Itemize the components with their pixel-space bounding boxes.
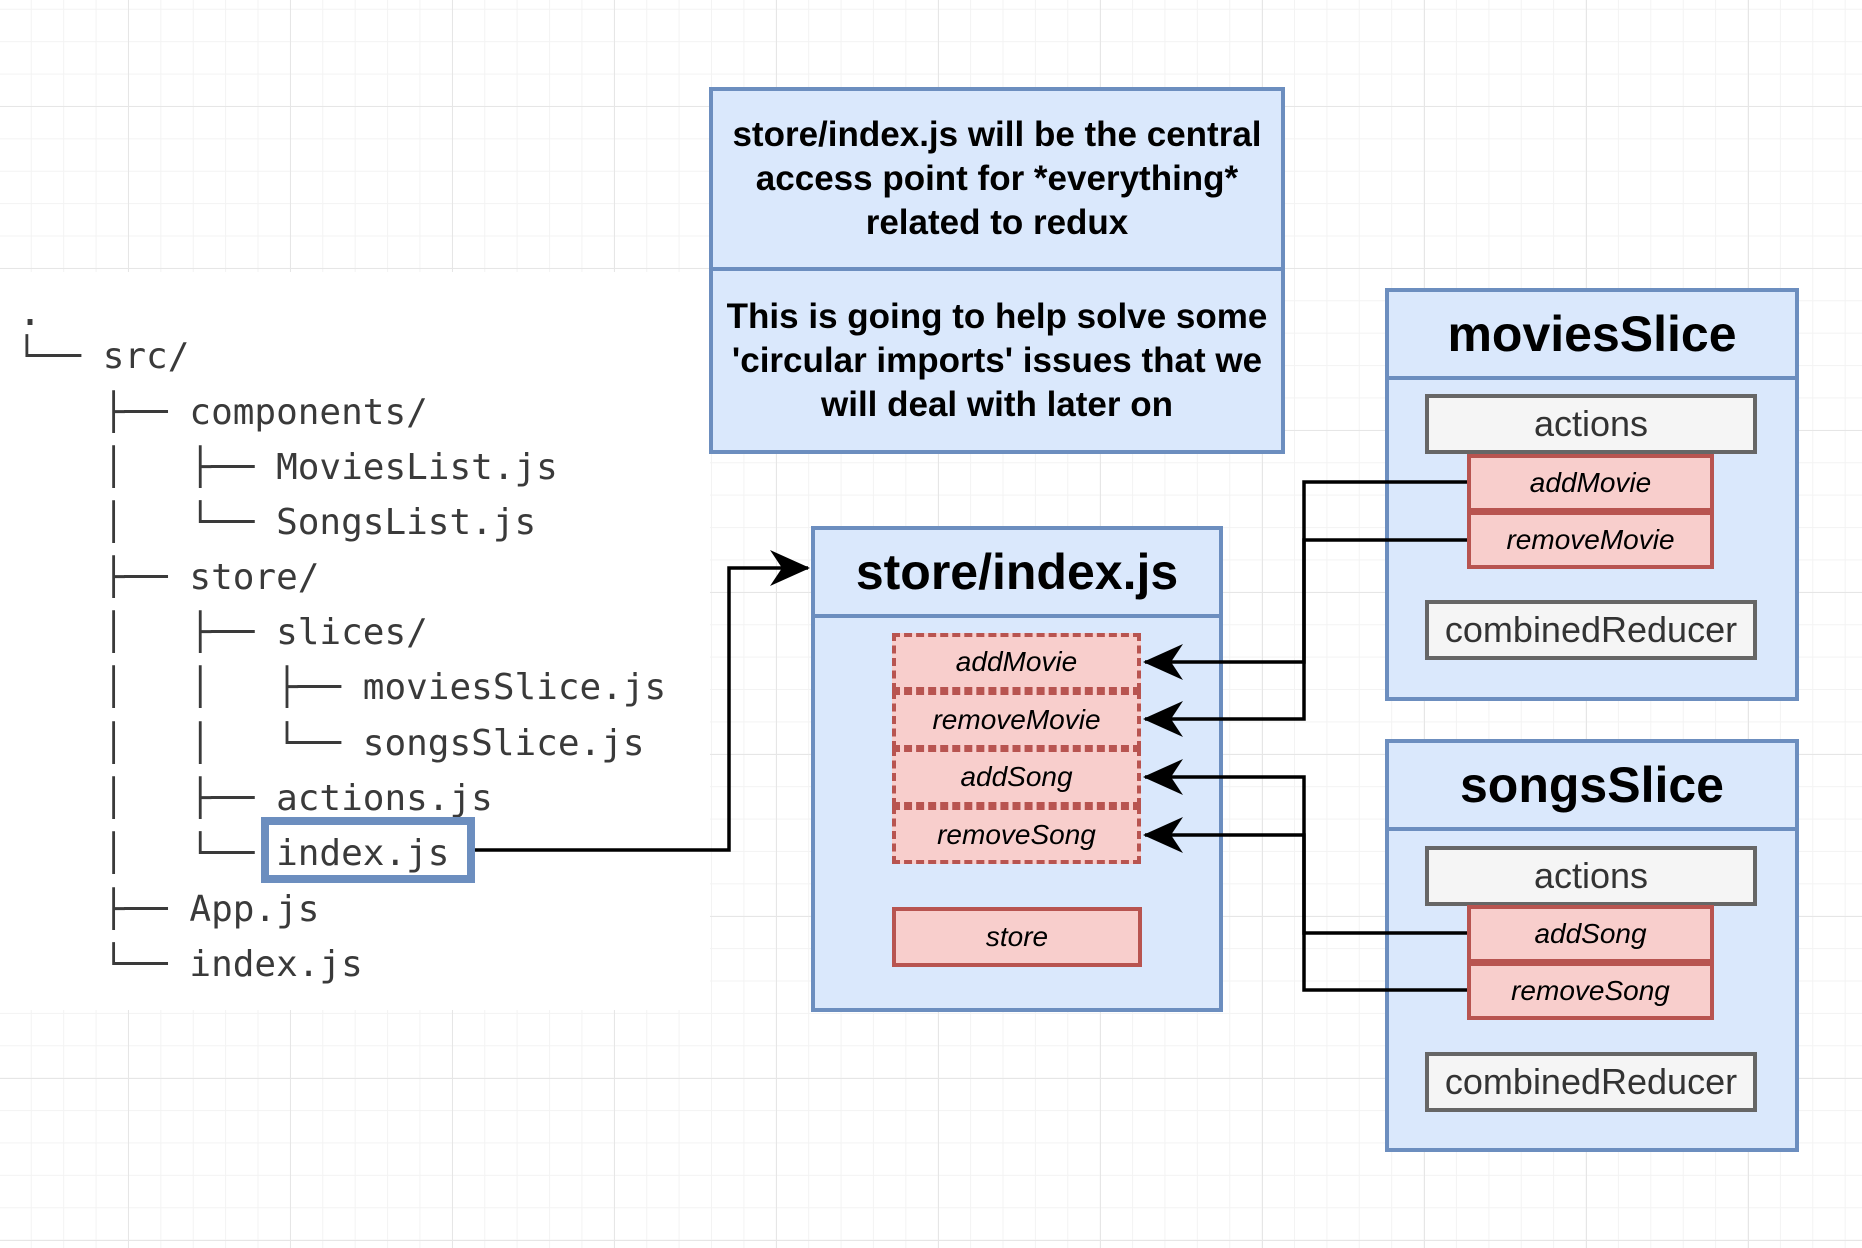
tree-line: ├── App.js xyxy=(16,889,320,930)
tree-line: └── index.js xyxy=(16,944,363,985)
arrow-index-to-store xyxy=(475,550,810,852)
songs-actions-header: actions xyxy=(1425,846,1757,906)
tree-line: │ │ ├── moviesSlice.js xyxy=(16,667,667,708)
store-item: store xyxy=(892,907,1142,967)
note-circular-imports-text: This is going to help solve some 'circul… xyxy=(726,296,1268,424)
store-export-removemovie: removeMovie xyxy=(892,691,1141,749)
line-addsong-to-store xyxy=(1143,759,1467,935)
store-export-addmovie: addMovie xyxy=(892,633,1141,691)
tree-line: │ └── index.js xyxy=(16,833,450,874)
songs-action-removesong: removeSong xyxy=(1467,962,1714,1020)
line-addmovie-to-store xyxy=(1143,480,1467,680)
note-central-access: store/index.js will be the central acces… xyxy=(709,87,1285,271)
file-tree-panel: . └── src/ ├── components/ │ ├── MoviesL… xyxy=(0,272,710,1010)
tree-line: │ ├── MoviesList.js xyxy=(16,447,558,488)
movies-action-removemovie: removeMovie xyxy=(1467,511,1714,569)
movies-action-addmovie: addMovie xyxy=(1467,454,1714,512)
line-removemovie-to-store xyxy=(1143,538,1467,737)
tree-line: ├── components/ xyxy=(16,392,428,433)
tree-line: │ │ └── songsSlice.js xyxy=(16,723,645,764)
index-js-highlight xyxy=(261,817,475,883)
note-central-access-text: store/index.js will be the central acces… xyxy=(732,115,1262,242)
movies-slice-title: moviesSlice xyxy=(1389,292,1795,380)
line-removesong-to-store xyxy=(1143,817,1467,992)
store-export-addsong: addSong xyxy=(892,748,1141,806)
songs-combined-reducer: combinedReducer xyxy=(1425,1052,1757,1112)
tree-line: │ ├── actions.js xyxy=(16,778,493,819)
note-circular-imports: This is going to help solve some 'circul… xyxy=(709,267,1285,454)
songs-slice-title: songsSlice xyxy=(1389,743,1795,831)
tree-line: │ ├── slices/ xyxy=(16,612,428,653)
movies-combined-reducer: combinedReducer xyxy=(1425,600,1757,660)
store-index-title: store/index.js xyxy=(815,530,1219,618)
tree-line: │ └── SongsList.js xyxy=(16,502,537,543)
tree-root: . xyxy=(18,289,43,335)
songs-action-addsong: addSong xyxy=(1467,905,1714,963)
store-export-removesong: removeSong xyxy=(892,806,1141,864)
tree-line: ├── store/ xyxy=(16,557,320,598)
movies-actions-header: actions xyxy=(1425,394,1757,454)
tree-line: └── src/ xyxy=(16,336,190,377)
